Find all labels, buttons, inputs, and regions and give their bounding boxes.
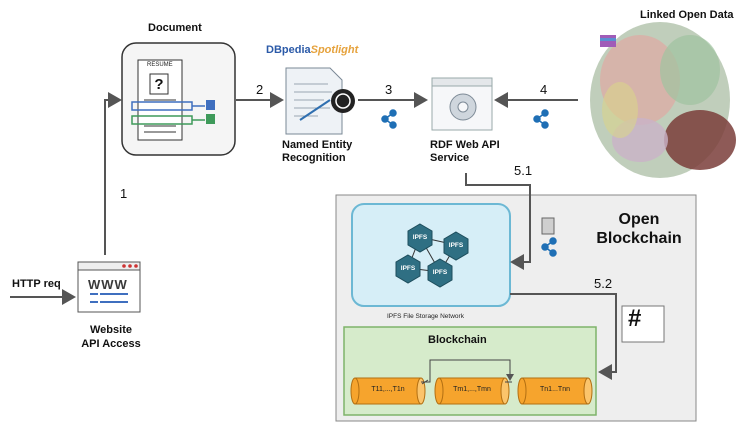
hash-symbol: # [628, 305, 642, 332]
step-3: 3 [385, 82, 393, 97]
open-blockchain-label: Open Blockchain [596, 211, 682, 247]
dbpedia-spotlight-logo: DBpediaSpotlight [266, 44, 358, 56]
step-4: 4 [540, 82, 548, 97]
ipfs-node-3: IPFS [400, 265, 416, 272]
cylinders [350, 377, 593, 405]
dbpedia-logo-right: Spotlight [310, 44, 359, 56]
ner-document-icon [285, 67, 355, 135]
hash-box [621, 305, 665, 343]
http-req-label: HTTP req [12, 278, 61, 290]
rdf-service-label: RDF Web API Service [430, 139, 500, 164]
arrow-step-1 [104, 92, 122, 255]
ipfs-network-label: IPFS File Storage Network [387, 313, 464, 320]
connectors [10, 92, 617, 380]
step-5-2: 5.2 [594, 276, 613, 291]
block-links [421, 359, 514, 385]
document-question-mark: ? [154, 76, 164, 93]
ner-label: Named Entity Recognition [282, 139, 353, 164]
arrow-step-5-1 [465, 173, 531, 270]
document-highlight-bars [131, 100, 215, 125]
ipfs-node-shapes [395, 223, 469, 288]
website-label: Website API Access [81, 324, 141, 350]
ipfs-node-2: IPFS [448, 242, 464, 249]
block-1-label: T11,...,T1n [371, 386, 405, 393]
step-2: 2 [256, 82, 264, 97]
file-icon [541, 217, 555, 235]
step-1: 1 [120, 186, 128, 201]
linked-open-data-cloud [590, 22, 736, 178]
arrow-step-5-2 [510, 293, 617, 380]
linked-open-data-label: Linked Open Data [640, 9, 734, 21]
block-3-label: Tn1...Tnn [540, 386, 570, 393]
blockchain-label: Blockchain [428, 334, 487, 346]
resume-icon [137, 59, 183, 141]
block-2-label: Tm1,...,Tmn [453, 386, 491, 393]
step-5-1: 5.1 [514, 163, 533, 178]
document-title: Document [148, 22, 202, 34]
ipfs-node-4: IPFS [432, 269, 448, 276]
website-icon [77, 261, 141, 313]
ipfs-node-1: IPFS [412, 234, 428, 241]
rdf-service-icon [431, 77, 493, 131]
website-www: WWW [88, 277, 128, 292]
ipfs-network-box [351, 203, 511, 307]
dbpedia-logo-left: DBpedia [266, 44, 311, 56]
document-resume-header: RESUME [147, 62, 173, 68]
